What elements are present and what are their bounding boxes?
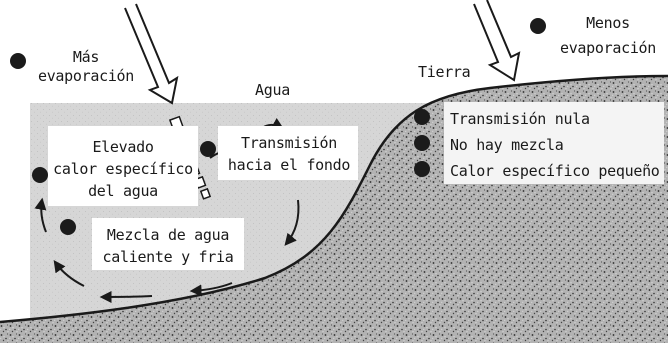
label-calor-especifico-pequeno: Calor específico pequeño (450, 162, 660, 180)
bullet-mezcla (60, 219, 76, 235)
label-caliente-y-fria: caliente y fria (102, 248, 234, 266)
bullet-mas-evaporacion (10, 53, 26, 69)
label-evaporacion-right: evaporación (559, 39, 657, 57)
label-tierra: Tierra (418, 63, 471, 81)
bullet-no-hay-mezcla (414, 135, 430, 151)
label-mas: Más (72, 48, 100, 66)
label-mezcla-de-agua: Mezcla de agua (106, 226, 230, 244)
label-mas-evaporacion: Más evaporación (34, 48, 138, 86)
label-hacia-el-fondo: hacia el fondo (227, 156, 351, 174)
label-del-agua: del agua (88, 182, 158, 200)
label-evaporacion-left: evaporación (37, 67, 135, 85)
bullet-menos-evaporacion (530, 18, 546, 34)
label-calor-especifico: calor específico (53, 160, 193, 178)
label-menos: Menos (586, 14, 630, 32)
label-box-transmision-fondo (218, 126, 358, 180)
label-box-tierra-items (444, 102, 664, 184)
label-box-mezcla (92, 218, 244, 270)
land-outline (0, 74, 668, 324)
bullet-elevado-calor (32, 167, 48, 183)
label-mezcla: Mezcla de agua caliente y fria (92, 224, 244, 268)
label-transmision-fondo: Transmisión hacia el fondo (218, 132, 360, 176)
label-transmision-nula: Transmisión nula (450, 110, 590, 128)
label-elevado: Elevado (92, 138, 154, 156)
bullet-transmision-nula (414, 109, 430, 125)
label-elevado-calor: Elevado calor específico del agua (44, 136, 202, 202)
label-box-elevado (48, 126, 198, 206)
bullet-transmision-fondo (200, 141, 216, 157)
label-no-hay-mezcla: No hay mezcla (450, 136, 564, 154)
label-tierra-items: Transmisión nula No hay mezcla Calor esp… (450, 106, 660, 184)
label-menos-evaporacion: Menos evaporación (552, 14, 664, 58)
bullet-calor-pequeno (414, 161, 430, 177)
circulation-arrows (34, 118, 300, 303)
radiation-arrow-land (473, 0, 521, 82)
label-agua: Agua (255, 81, 290, 99)
radiation-arrow-water (124, 3, 179, 105)
label-transmision: Transmisión (240, 134, 338, 152)
